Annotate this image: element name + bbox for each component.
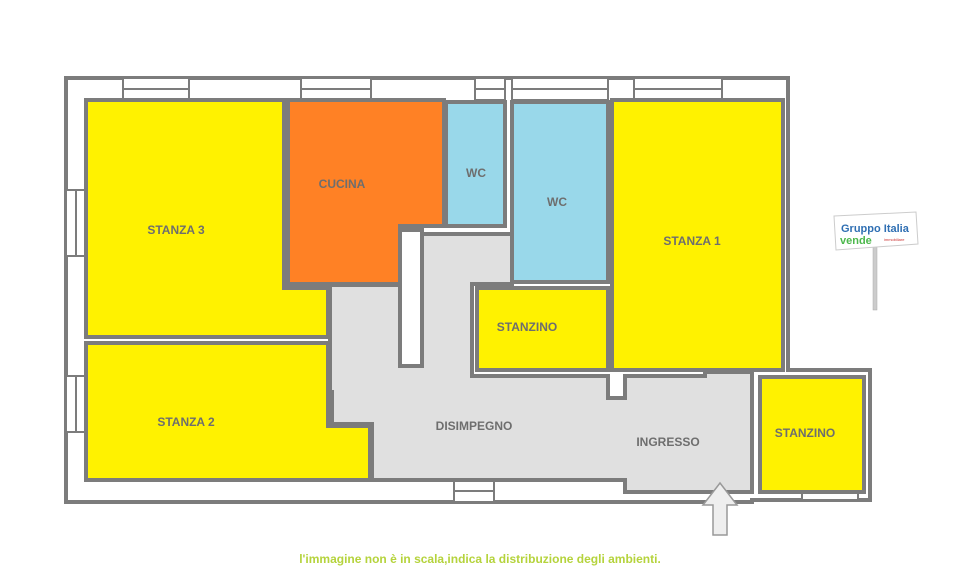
logo-sub: immobiliare: [884, 237, 905, 242]
room-stanza-3: [84, 98, 330, 339]
label-ingresso: INGRESSO: [636, 435, 699, 449]
room-wc-2: [510, 100, 610, 284]
label-stanzino-1: STANZINO: [497, 320, 557, 334]
label-cucina: CUCINA: [319, 177, 366, 191]
label-stanza-1: STANZA 1: [663, 234, 721, 248]
logo-line2: vende: [840, 235, 872, 247]
room-stanzino-2: [758, 375, 866, 494]
room-wc-1: [444, 100, 507, 228]
room-stanzino-1: [475, 286, 610, 372]
room-stanza-2: [84, 341, 372, 482]
room-stanza-1: [610, 98, 785, 372]
label-wc-2: WC: [547, 195, 567, 209]
pillar: [398, 228, 424, 368]
entrance-arrow-icon: [701, 481, 739, 536]
label-disimpegno: DISIMPEGNO: [436, 419, 513, 433]
logo-sign: Gruppo Italia vende immobiliare: [833, 211, 919, 311]
logo-line1: Gruppo Italia: [841, 223, 910, 235]
scale-disclaimer: l'immagine non è in scala,indica la dist…: [299, 552, 661, 566]
label-stanza-3: STANZA 3: [147, 223, 205, 237]
label-stanzino-2: STANZINO: [775, 426, 835, 440]
label-wc-1: WC: [466, 166, 486, 180]
label-stanza-2: STANZA 2: [157, 415, 215, 429]
